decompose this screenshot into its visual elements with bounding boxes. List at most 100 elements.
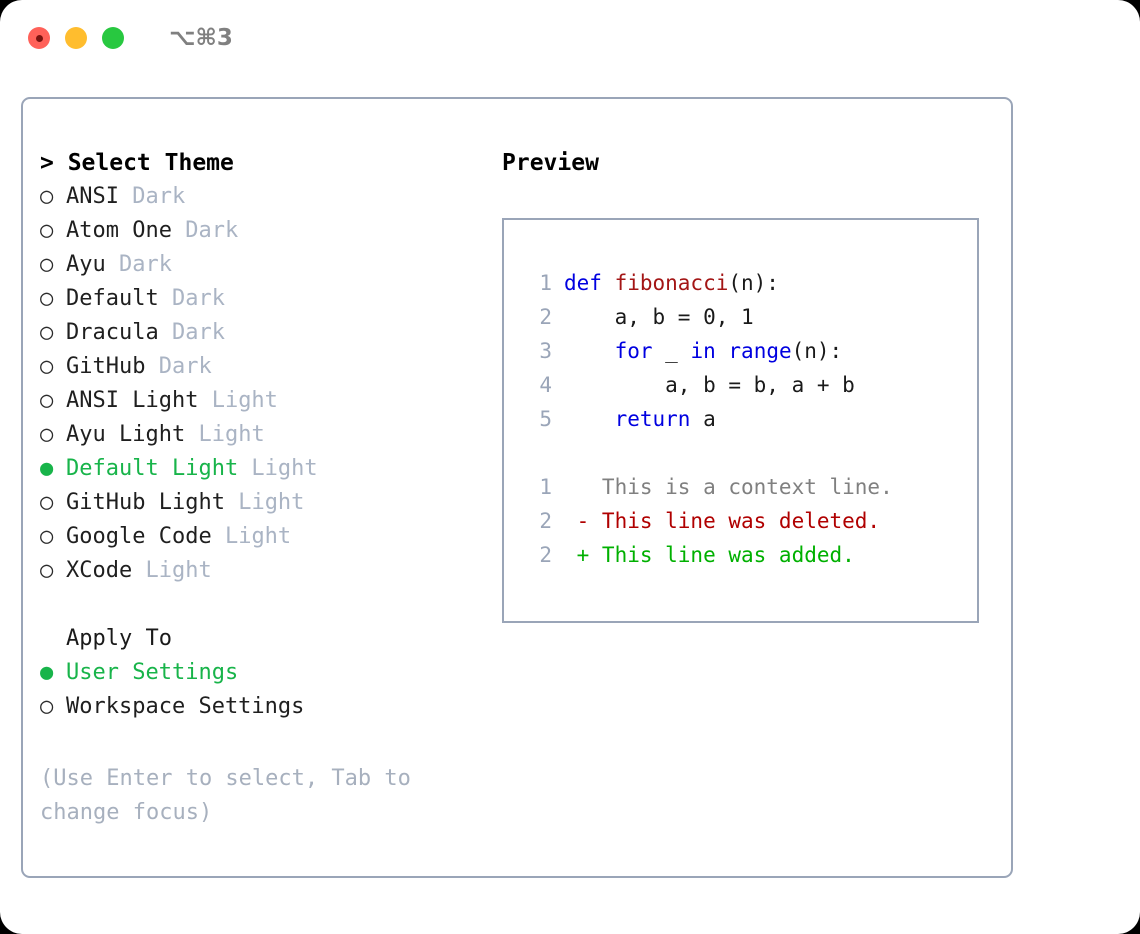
radio-unselected-icon: ○ (40, 558, 54, 583)
theme-option-label: GitHub Light (66, 490, 225, 515)
theme-option-label: Default (66, 286, 159, 311)
radio-unselected-icon: ○ (40, 524, 54, 549)
radio-unselected-icon: ○ (40, 286, 54, 311)
code-token: (n): (791, 339, 843, 363)
window-titlebar: ⌥⌘3 (0, 0, 1140, 76)
line-number: 4 (539, 373, 552, 397)
theme-picker-column: > Select Theme ○ANSI Dark○Atom One Dark○… (40, 146, 490, 724)
theme-variant-tag: Dark (171, 218, 239, 243)
code-token: def (564, 271, 615, 295)
code-token: in (690, 339, 716, 363)
line-number: 2 (539, 543, 552, 567)
minimize-window-button[interactable] (65, 27, 87, 49)
apply-to-option[interactable]: ○ Workspace Settings (40, 690, 490, 724)
diff-line: 2 - This line was deleted. (522, 504, 977, 538)
code-token: This is a context line. (564, 475, 893, 499)
code-token: a, b = 0, 1 (564, 305, 754, 329)
theme-variant-tag: Dark (118, 184, 186, 209)
theme-option-label: Ayu Light (66, 422, 186, 447)
theme-variant-tag: Light (198, 388, 278, 413)
theme-variant-tag: Light (211, 524, 292, 549)
code-token: (n): (728, 271, 779, 295)
theme-option-label: GitHub (66, 354, 146, 379)
code-line: 3 for _ in range(n): (522, 334, 977, 368)
code-token (564, 407, 615, 431)
theme-option[interactable]: ● Default Light Light (40, 452, 490, 486)
theme-option[interactable]: ○ XCode Light (40, 554, 490, 588)
traffic-light-group (28, 27, 124, 49)
theme-option-label: ANSI Light (66, 388, 199, 413)
theme-option-label: Atom One (66, 218, 172, 243)
apply-to-list: ●User Settings ○ Workspace Settings (40, 656, 490, 724)
close-window-button[interactable] (28, 27, 50, 49)
diff-line: 1 This is a context line. (522, 470, 977, 504)
code-token (564, 339, 615, 363)
maximize-window-button[interactable] (102, 27, 124, 49)
code-token: fibonacci (614, 271, 729, 295)
theme-option-label: Google Code (66, 524, 212, 549)
theme-option[interactable]: ○ Default Dark (40, 282, 490, 316)
line-number: 5 (539, 407, 552, 431)
theme-option[interactable]: ○ ANSI Dark (40, 180, 490, 214)
code-token: for (614, 339, 653, 363)
theme-variant-tag: Light (185, 422, 265, 447)
code-token: _ (652, 339, 691, 363)
theme-option-label: Default Light (66, 456, 239, 481)
theme-picker-header: > Select Theme (40, 150, 234, 176)
theme-option-label: Dracula (66, 320, 159, 345)
apply-to-header: Apply To (66, 626, 172, 651)
theme-variant-tag: Dark (105, 252, 172, 277)
theme-variant-tag: Dark (145, 354, 212, 379)
apply-to-option-label: Workspace Settings (66, 694, 305, 719)
theme-option[interactable]: ○ GitHub Light Light (40, 486, 490, 520)
line-number: 2 (539, 509, 552, 533)
main-panel: > Select Theme ○ANSI Dark○Atom One Dark○… (21, 97, 1013, 878)
radio-unselected-icon: ○ (40, 320, 54, 345)
code-token (716, 339, 729, 363)
theme-option[interactable]: ○ ANSI Light Light (40, 384, 490, 418)
line-number: 1 (539, 475, 552, 499)
code-token: range (728, 339, 792, 363)
theme-variant-tag: Dark (158, 320, 225, 345)
radio-unselected-icon: ○ (40, 184, 54, 209)
theme-variant-tag: Light (238, 456, 318, 481)
diff-line: 2 + This line was added. (522, 538, 977, 572)
keyboard-shortcut-label: ⌥⌘3 (169, 25, 233, 51)
theme-option[interactable]: ○GitHub Dark (40, 350, 490, 384)
radio-unselected-icon: ○ (40, 218, 54, 243)
radio-selected-icon: ● (40, 660, 54, 685)
theme-option-label: Ayu (66, 252, 106, 277)
radio-unselected-icon: ○ (40, 694, 54, 719)
theme-option[interactable]: ○Ayu Light Light (40, 418, 490, 452)
code-line: 1 def fibonacci(n): (522, 266, 977, 300)
radio-selected-icon: ● (40, 456, 54, 481)
theme-option[interactable]: ○ Atom One Dark (40, 214, 490, 248)
theme-list: ○ ANSI Dark ○ Atom One Dark ○ Ayu Dark ○ Defaul… (40, 180, 490, 588)
keyboard-hint-text: (Use Enter to select, Tab to change focu… (40, 766, 425, 825)
section-spacer (40, 588, 490, 622)
theme-option-label: XCode (66, 558, 133, 583)
theme-option-label: ANSI (66, 184, 119, 209)
radio-unselected-icon: ○ (40, 388, 54, 413)
line-number: 2 (539, 305, 552, 329)
diff-sample: 1 This is a context line.2 - This line w… (522, 470, 977, 572)
theme-variant-tag: Light (132, 558, 212, 583)
code-line: 4 a, b = b, a + b (522, 368, 977, 402)
theme-variant-tag: Dark (158, 286, 225, 311)
theme-option[interactable]: ○ Google Code Light (40, 520, 490, 554)
code-line: 5 return a (522, 402, 977, 436)
theme-variant-tag: Light (224, 490, 305, 515)
apply-to-option[interactable]: ●User Settings (40, 656, 490, 690)
radio-unselected-icon: ○ (40, 490, 54, 515)
radio-unselected-icon: ○ (40, 252, 54, 277)
code-diff-spacer (522, 436, 977, 470)
theme-option[interactable]: ○ Ayu Dark (40, 248, 490, 282)
code-token: return (614, 407, 691, 431)
line-number: 1 (539, 271, 552, 295)
theme-option[interactable]: ○ Dracula Dark (40, 316, 490, 350)
code-token: + This line was added. (564, 543, 855, 567)
